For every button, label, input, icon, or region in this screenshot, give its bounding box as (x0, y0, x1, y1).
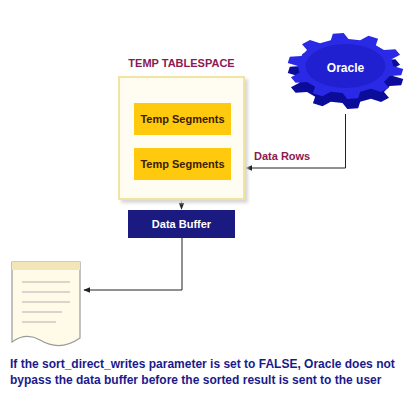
box-label: Data Buffer (152, 218, 211, 230)
tablespace-heading: TEMP TABLESPACE (128, 57, 234, 69)
box-label: Oracle (327, 61, 364, 75)
flow-arrow (181, 200, 182, 209)
gear-hub (306, 44, 386, 88)
output-arrow (84, 238, 182, 290)
flow-arrow (246, 114, 346, 168)
edge-label: Data Rows (252, 150, 312, 162)
segment-box: Temp Segments (134, 103, 231, 135)
caption: If the sort_direct_writes parameter is s… (10, 356, 410, 388)
gear-face (288, 33, 403, 99)
oracle-gear: Oracle (283, 28, 408, 114)
tablespace-box: TEMP TABLESPACETemp SegmentsTemp Segment… (118, 76, 245, 200)
box-label: Temp Segments (140, 158, 224, 170)
segment-box: Temp Segments (134, 148, 231, 180)
buffer-box: Data Buffer (128, 210, 235, 238)
document-icon (12, 262, 80, 346)
box-label: Temp Segments (140, 113, 224, 125)
